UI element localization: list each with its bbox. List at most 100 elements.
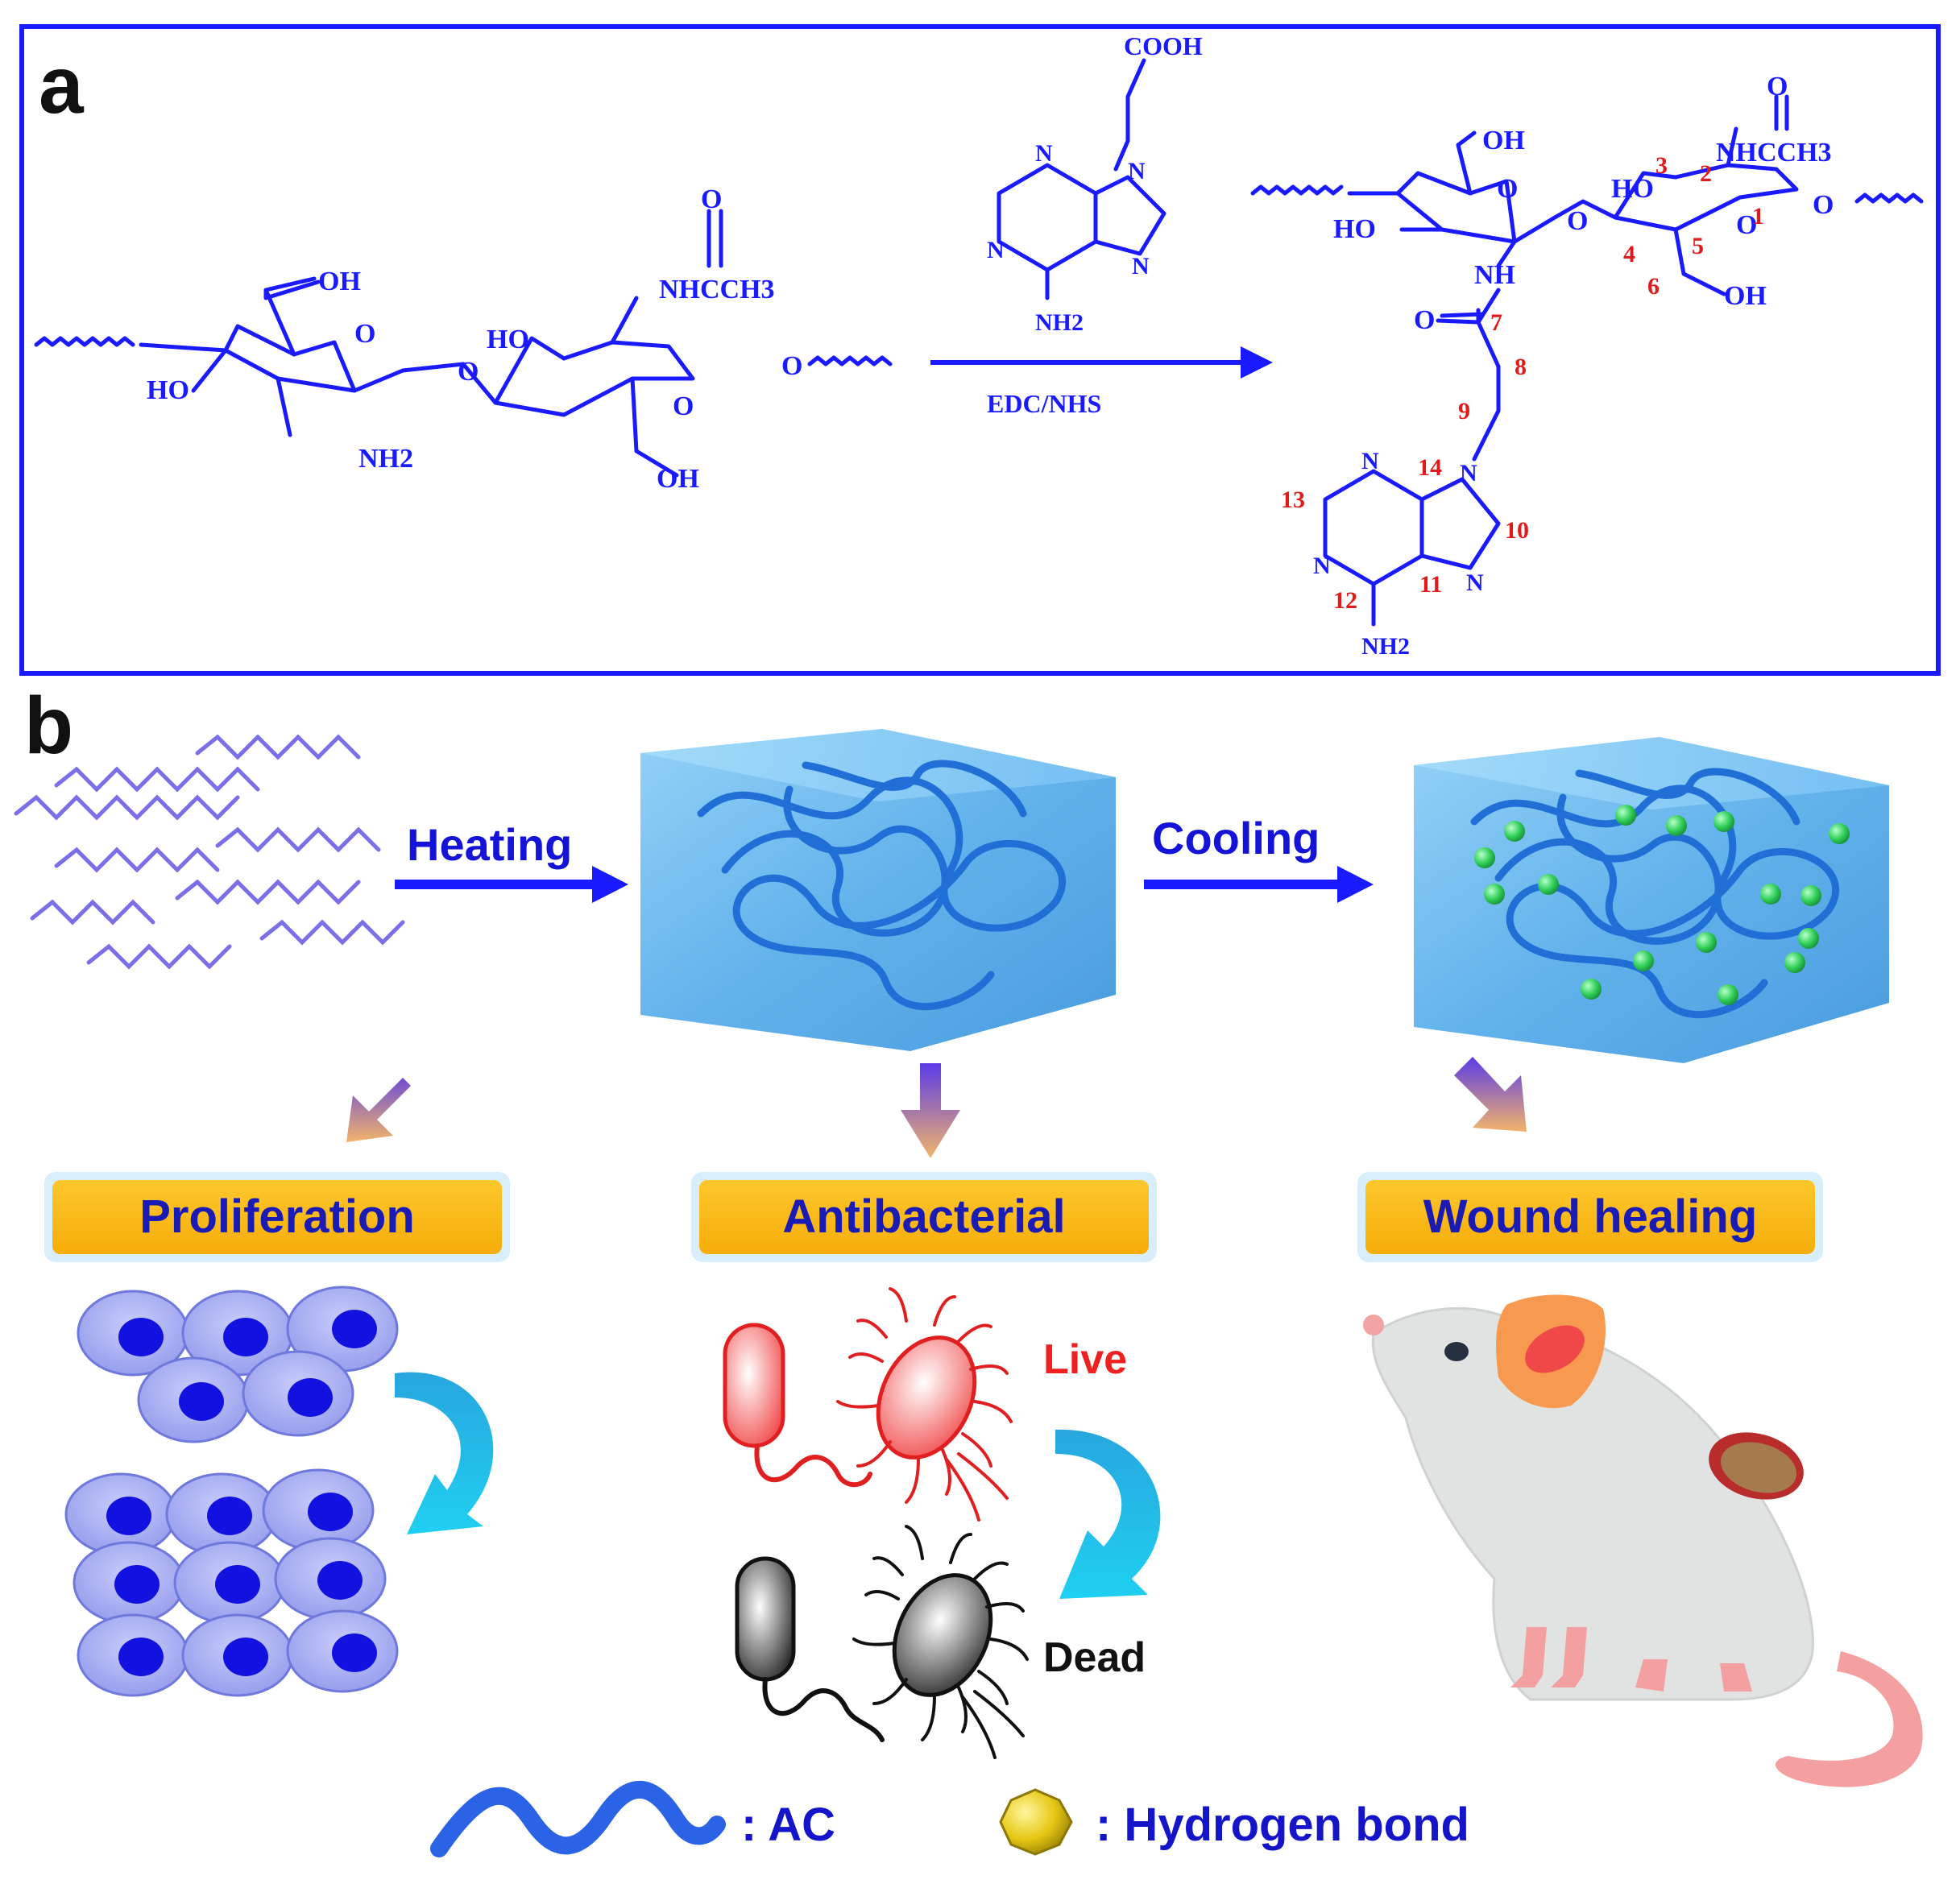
cooling-label: Cooling: [1152, 813, 1320, 863]
cell: [73, 1541, 185, 1625]
cell: [173, 1541, 286, 1625]
reagent-n3: N: [1128, 158, 1146, 184]
cell: [181, 1290, 294, 1377]
product-imidazole: [1419, 477, 1501, 570]
product-nhcch3: NHCCH3: [1716, 138, 1832, 168]
legend: : AC : Hydrogen bond: [430, 1780, 1469, 1857]
product-ring1-lower: [1347, 191, 1557, 244]
product-oh-top: OH: [1482, 126, 1525, 155]
product-wavy-end: [1854, 193, 1924, 204]
gel-polymer-network: [697, 760, 1066, 1011]
atom-number-14: 14: [1418, 454, 1442, 481]
reagent-n2: N: [987, 237, 1005, 263]
hydrogel-cooled: [1414, 737, 1889, 1063]
box-label-proliferation: Proliferation: [139, 1190, 415, 1243]
atom-number-10: 10: [1505, 517, 1529, 544]
reaction-conditions: EDC/NHS: [987, 389, 1101, 418]
proliferation-curved-arrow: [395, 1372, 494, 1534]
box-label-wound-healing: Wound healing: [1423, 1190, 1758, 1243]
atom-number-9: 9: [1458, 398, 1470, 424]
product-carbonyl: [1774, 94, 1789, 131]
legend-ac-label: : AC: [741, 1799, 835, 1851]
reactant-nh2: NH2: [358, 444, 413, 474]
cell: [286, 1609, 399, 1693]
product-ring2-b: [1613, 126, 1738, 296]
crosslink-points: [1474, 805, 1850, 1005]
live-rod-bacterium: [723, 1323, 872, 1488]
mouse-eye: [1444, 1342, 1469, 1361]
reagent-adenine: COOH N N N N NH2 EDC/NHS: [930, 31, 1273, 418]
crosslink-point: [1581, 979, 1602, 1000]
product-wavy-start: [1250, 184, 1344, 196]
mouse-paw: [1510, 1627, 1547, 1687]
product-nh: NH: [1474, 260, 1515, 290]
reactant-wavy-end: [807, 355, 893, 366]
product-ring2: [1552, 163, 1799, 232]
live-label: Live: [1043, 1336, 1127, 1383]
cell: [242, 1350, 354, 1437]
reactant-oh-bottom: OH: [657, 464, 699, 494]
crosslink-point: [1760, 884, 1781, 905]
box-fill: [699, 1180, 1149, 1254]
cell: [274, 1537, 387, 1621]
polymer-chain: [54, 847, 220, 873]
reagent-pyrimidine: [997, 163, 1098, 272]
mouse-paw: [1720, 1663, 1752, 1691]
crosslink-point: [1784, 952, 1805, 973]
gel-polymer-network: [1470, 768, 1839, 1019]
down-arrow-left: [346, 1067, 411, 1142]
product-nh-bond: [1496, 239, 1517, 268]
product-o-amide: O: [1414, 305, 1435, 335]
polymer-chain: [215, 826, 381, 853]
product-subst-1: [1399, 130, 1477, 232]
atom-number-13: 13: [1281, 487, 1305, 513]
mouse-paw: [1551, 1627, 1587, 1687]
reactant-ho-left: HO: [147, 375, 189, 405]
crosslink-point: [1696, 932, 1717, 953]
reactant-o-end: O: [781, 351, 802, 381]
crosslink-point: [1538, 874, 1559, 895]
polymer-chain: [54, 766, 260, 793]
product-o-ring1: O: [1497, 174, 1518, 204]
cooling-arrowhead: [1337, 866, 1374, 903]
reactant-ch2oh-1: [263, 276, 321, 357]
crosslink-point: [1504, 821, 1525, 842]
reactant-subst-1: [191, 348, 292, 437]
reactant-ring2-b: [493, 336, 566, 405]
polymer-chain: [14, 794, 240, 821]
atom-number-1: 1: [1752, 203, 1764, 230]
reactant-wavy-start: [34, 336, 135, 347]
crosslink-point: [1474, 847, 1495, 868]
reactant-subst-2: [610, 296, 679, 478]
polymer-chain: [86, 943, 232, 970]
reactant-ring2: [400, 340, 695, 417]
cells-after: [64, 1468, 399, 1697]
atom-number-11: 11: [1419, 571, 1442, 598]
reactant-o-link: O: [458, 357, 479, 387]
cell: [77, 1613, 189, 1697]
reactant-carbonyl: [707, 209, 723, 268]
reagent-chain: [1113, 58, 1146, 172]
cell: [181, 1613, 294, 1697]
product-o-carbonyl: O: [1767, 72, 1788, 101]
product-o-end: O: [1813, 190, 1834, 220]
product-n3: N: [1460, 460, 1477, 487]
atom-number-4: 4: [1623, 241, 1635, 267]
crosslink-point: [1829, 823, 1850, 844]
reactant-nhcch3: NHCCH3: [659, 275, 775, 304]
product-structure: OH HO O NH O HO O NHCCH3 O O OH O N N N …: [1250, 72, 1924, 660]
box-wound-healing: Wound healing: [1357, 1172, 1823, 1262]
legend-hydrogen-bond-label: : Hydrogen bond: [1096, 1799, 1469, 1851]
atom-number-7: 7: [1490, 309, 1502, 336]
cells-before: [77, 1286, 399, 1443]
cell: [137, 1356, 250, 1443]
product-n1: N: [1361, 448, 1379, 474]
dead-label: Dead: [1043, 1634, 1146, 1681]
reagent-cooh: COOH: [1124, 31, 1203, 60]
down-arrow-right: [1454, 1057, 1527, 1132]
reactant-o-ring2: O: [673, 391, 694, 421]
polymer-chains: [14, 734, 405, 970]
box-fill: [1365, 1180, 1815, 1254]
reagent-n1: N: [1035, 140, 1053, 167]
dead-rod-bacterium: [735, 1556, 885, 1742]
